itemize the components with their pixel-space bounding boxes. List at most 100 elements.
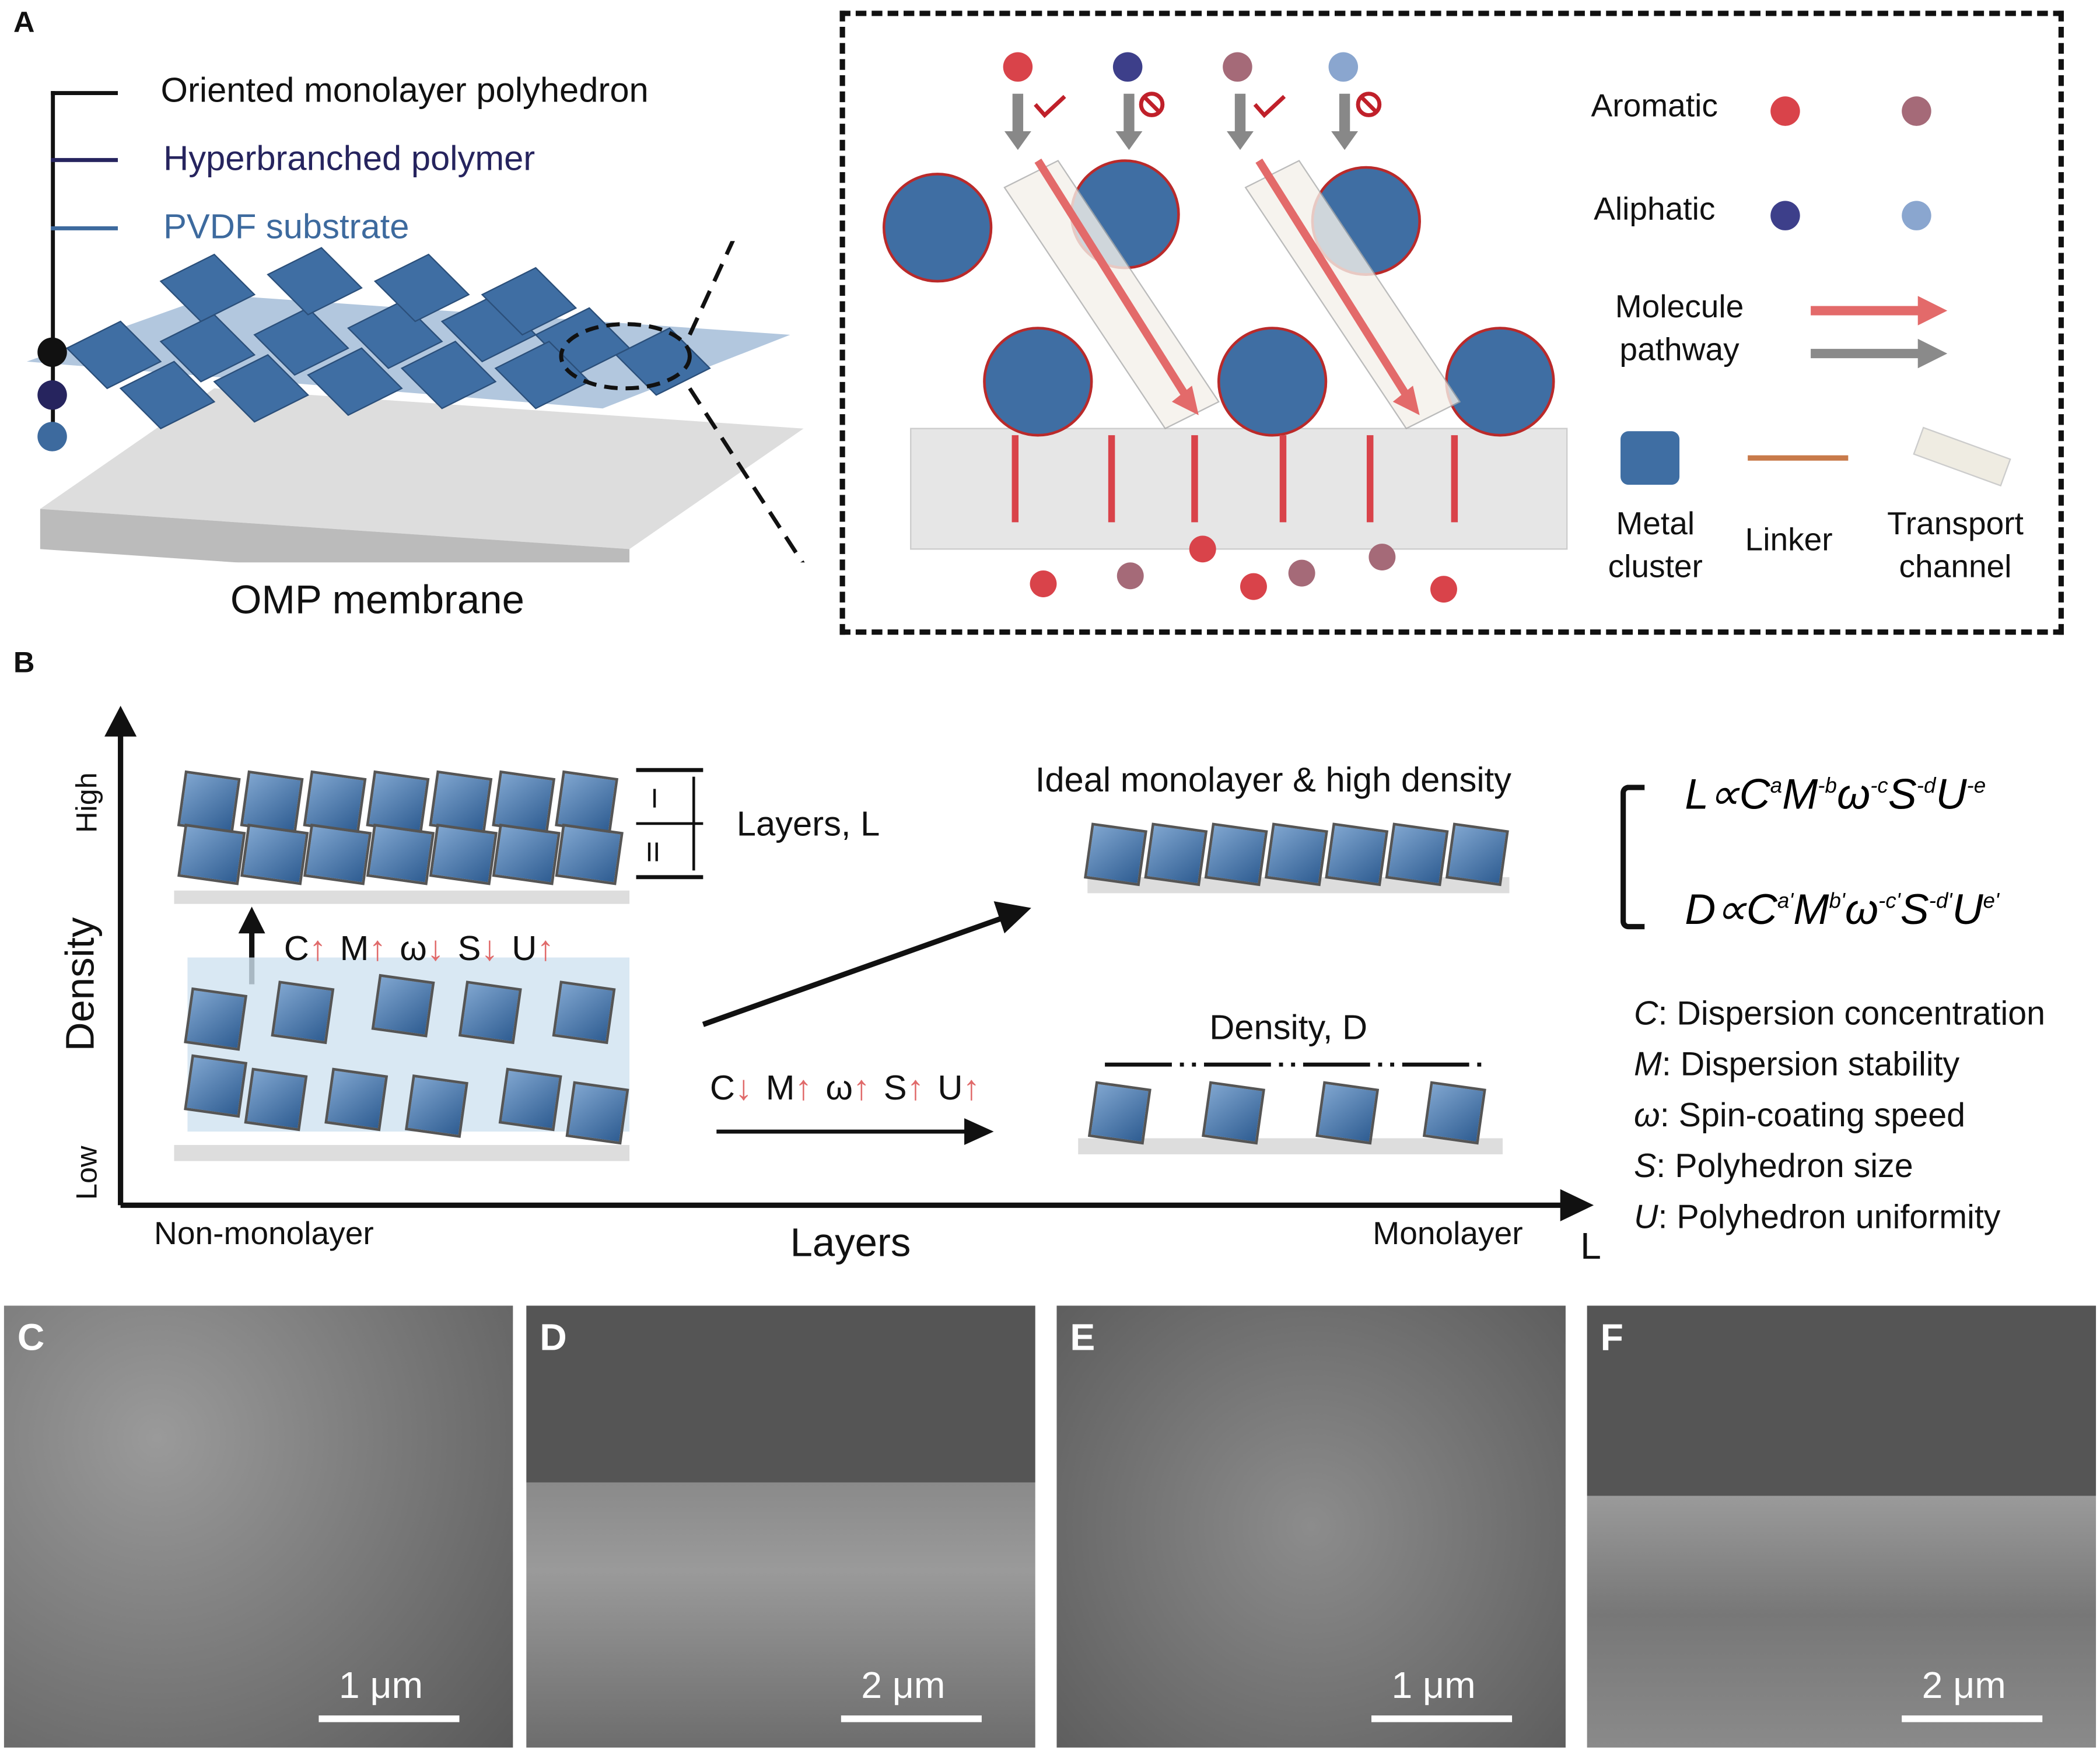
polyhedron-icon [371, 973, 435, 1038]
definition-text: Polyhedron uniformity [1676, 1198, 2001, 1237]
polyhedron-icon [1144, 822, 1208, 887]
panel-label: D [540, 1316, 567, 1358]
definition-row: ω: Spin-coating speed [1634, 1097, 2045, 1147]
parameter-symbol: ω [825, 1067, 853, 1108]
x-symbol: L [1580, 1225, 1601, 1267]
parameter-symbol: U [512, 928, 537, 968]
definition-row: S: Polyhedron size [1634, 1148, 2045, 1199]
colon: : [1658, 994, 1677, 1033]
polyhedron-icon [429, 823, 498, 885]
x-axis-label: Layers [790, 1221, 911, 1266]
eq-exponent: -c [1870, 775, 1888, 799]
ideal-label: Ideal monolayer & high density [1035, 759, 1512, 800]
definition-row: U: Polyhedron uniformity [1634, 1199, 2045, 1249]
eq-term: U [1952, 885, 1983, 934]
scale-bar-label: 1 μm [1391, 1664, 1476, 1706]
polyhedron-icon [271, 980, 335, 1045]
panel-label: F [1600, 1316, 1623, 1358]
parameter-symbol: M [765, 1067, 795, 1108]
legend-metal-cluster: Metal cluster [1608, 506, 1703, 586]
parameter: S↑ [884, 1067, 925, 1108]
eq-exponent: a [1770, 775, 1783, 799]
y-low-label: Low [69, 1146, 103, 1200]
parameter-symbol: S [883, 1067, 907, 1108]
layer-label: Oriented monolayer polyhedron [160, 69, 649, 110]
polyhedron-icon [565, 1081, 629, 1145]
polyhedron-icon [244, 1067, 308, 1132]
legend-channel: Transport channel [1887, 506, 2024, 586]
arrow-icon [51, 157, 118, 162]
brace [1620, 785, 1645, 930]
polyhedron-icon [1202, 1081, 1265, 1145]
definition-symbol: M [1633, 1046, 1662, 1084]
definition-symbol: C [1633, 994, 1658, 1033]
eq-term: S [1900, 885, 1929, 934]
equation-density: D∝Ca'Mb'ω-c'S-d'Ue' [1685, 884, 1999, 934]
layer-label: PVDF substrate [163, 206, 410, 247]
polyhedron-icon [240, 823, 309, 885]
polyhedron-icon [1087, 1081, 1152, 1145]
parameter-symbol: U [937, 1067, 963, 1108]
params-decrease-layers: C↓M↑ω↑S↑U↑ [710, 1067, 993, 1109]
proportional-symbol: ∝ [1709, 770, 1740, 818]
sem-image-f: F 2 μm [1587, 1305, 2096, 1748]
panel-label-b: B [13, 645, 35, 680]
metal-cluster-icon [1620, 431, 1680, 485]
eq-exponent: -b [1818, 775, 1837, 799]
arrow-down-icon: ↓ [481, 928, 499, 968]
aromatic-ball-icon [1902, 96, 1931, 126]
parameter: ω↑ [825, 1067, 870, 1108]
definition-symbol: U [1633, 1198, 1658, 1237]
panel-label-a: A [13, 5, 35, 39]
panel-label: E [1070, 1316, 1096, 1358]
scale-bar [841, 1715, 982, 1722]
eq-exponent: -e [1966, 775, 1986, 799]
eq-term: M [1793, 885, 1829, 934]
colon: : [1658, 1198, 1677, 1237]
aromatic-ball-icon [1770, 96, 1800, 126]
scale-bar [1371, 1715, 1513, 1722]
arrow-up-icon: ↑ [537, 928, 555, 968]
layer-mark: II [645, 838, 661, 868]
x-right-label: Monolayer [1373, 1216, 1523, 1252]
polyhedron-icon [552, 980, 616, 1045]
polyhedron-icon [405, 1074, 468, 1138]
y-high-label: High [69, 772, 103, 834]
proportional-symbol: ∝ [1716, 885, 1746, 934]
arrow-up-icon: ↑ [852, 1067, 870, 1108]
colon: : [1660, 1097, 1679, 1134]
molecule-pathway-illustration [882, 52, 1568, 603]
polyhedron-icon [1385, 822, 1449, 887]
layer-mark: I [650, 785, 659, 814]
eq-term: C [1739, 770, 1770, 818]
eq-exponent: -d' [1929, 890, 1952, 913]
zoom-box [839, 10, 2064, 635]
definition-symbol: ω [1633, 1097, 1660, 1134]
layer-tree [51, 91, 55, 442]
membrane-caption: OMP membrane [230, 578, 524, 623]
x-left-label: Non-monolayer [154, 1216, 374, 1252]
parameter-symbol: ω [400, 928, 427, 968]
parameter: C↓ [710, 1067, 752, 1108]
arrow-up-icon: ↑ [309, 928, 327, 968]
eq-term: C [1746, 885, 1777, 934]
polyhedron-icon [303, 823, 372, 885]
polyhedron-icon [1445, 822, 1509, 887]
scale-bar-label: 2 μm [1922, 1664, 2006, 1706]
eq-lhs: D [1685, 885, 1716, 934]
parameter: M↑ [340, 928, 387, 968]
polyhedron-icon [1084, 822, 1147, 887]
scale-bar-label: 2 μm [861, 1664, 946, 1706]
aliphatic-ball-icon [1770, 201, 1800, 230]
polyhedron-icon [458, 980, 522, 1045]
eq-term: M [1782, 770, 1818, 818]
pathway-arrows-icon [1811, 296, 1948, 369]
eq-term: ω [1836, 770, 1871, 818]
polyhedron-icon [1315, 1081, 1380, 1145]
arrow-up-icon: ↑ [369, 928, 387, 968]
polyhedron-icon [1422, 1081, 1486, 1145]
arrow-up-icon: ↑ [907, 1067, 925, 1108]
parameter: U↑ [512, 928, 554, 968]
legend-aromatic: Aromatic [1591, 88, 1718, 125]
parameter: ω↓ [400, 928, 444, 968]
